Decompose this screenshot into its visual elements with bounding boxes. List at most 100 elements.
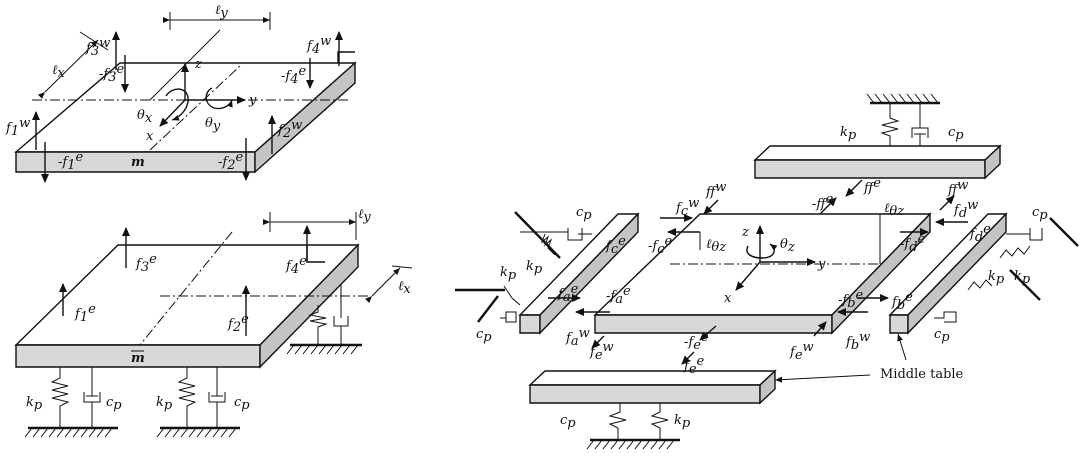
ground-hatch-line	[294, 344, 303, 355]
f2w-label: f2w	[277, 118, 302, 141]
l-theta-z-label: ℓθz	[884, 201, 904, 219]
ff-w-label: ffw	[705, 180, 726, 200]
x-label-top: x	[146, 129, 154, 144]
theta-x-arrow	[165, 88, 189, 121]
ground-hatch-line	[286, 344, 295, 355]
x-axis-right	[735, 261, 761, 291]
cp-label-left: cp	[106, 395, 122, 413]
ground-hatch-line	[302, 344, 311, 355]
main-table	[593, 212, 932, 335]
ground-hatch-line	[618, 439, 627, 450]
ground-hatch-line	[24, 427, 33, 438]
mass-bottom-label: m	[131, 351, 145, 366]
ground-hatch-line	[318, 344, 327, 355]
kp-spring-back	[308, 305, 328, 345]
fe-e-label: fee	[683, 354, 705, 377]
ff-e-label: ffe	[863, 176, 881, 196]
fc-e-label: fce	[605, 234, 626, 257]
cp-left-damper	[567, 228, 583, 241]
z-label-top: z	[194, 57, 202, 72]
ground-hatch-line	[326, 344, 335, 355]
y-label-right: y	[817, 257, 826, 272]
cp-left-label: cp	[576, 205, 592, 223]
ground-hatch-line	[180, 427, 189, 438]
fa-w-label: faw	[565, 326, 590, 349]
kp-spring-right	[177, 367, 197, 428]
f3e-bottom-label: f3e	[135, 252, 157, 275]
top-plate-right-face	[254, 61, 356, 174]
ground-hatch-line	[96, 427, 105, 438]
ground-hatch-line	[72, 427, 81, 438]
neg-fe-e-label: -fee	[684, 330, 709, 353]
ground-hatch-line	[88, 427, 97, 438]
kp-label-right: kp	[156, 395, 173, 413]
ground-hatch-line	[898, 93, 907, 104]
cp-right-lower-label: cp	[934, 327, 950, 345]
cp-right-label: cp	[1032, 205, 1048, 223]
ff-w-right-label: ffw	[947, 178, 968, 198]
cp-left-lower-label: cp	[476, 327, 492, 345]
top-plate-centerline-x	[149, 65, 241, 151]
fb-w-label: fbw	[845, 330, 870, 353]
theta-z-label: θz	[780, 237, 795, 255]
ground-hatch-line	[156, 427, 165, 438]
fe-w-label: few	[589, 340, 614, 363]
neg-fd-e-label: -fde	[900, 232, 926, 255]
neg-ff-e-label: -ffe	[812, 192, 834, 212]
z-label-right: z	[741, 225, 749, 240]
ground-hatch-line	[104, 427, 113, 438]
f4e-label: -f4e	[281, 64, 307, 87]
ground-hatch-line	[634, 439, 643, 450]
ground-hatch-line	[212, 427, 221, 438]
ground-hatch-line	[48, 427, 57, 438]
neg-fb-e-label: -fbe	[838, 288, 864, 311]
ground-hatch-line	[914, 93, 923, 104]
cp-top-label: cp	[948, 125, 964, 143]
ground-hatch-line	[586, 439, 595, 450]
kp-label-left: kp	[26, 395, 43, 413]
ground-hatch-line	[658, 439, 667, 450]
mass-top-label: m	[131, 155, 145, 170]
ground-hatch-line	[40, 427, 49, 438]
ground-hatch-line	[890, 93, 899, 104]
cp-bottom-label: cp	[560, 413, 576, 431]
ground-hatch-line	[204, 427, 213, 438]
ground-hatch-line	[350, 344, 359, 355]
lx-label: ℓx	[52, 63, 65, 81]
x-label-right: x	[724, 291, 732, 306]
ground-hatch-line	[866, 93, 875, 104]
lx-dimension	[37, 39, 99, 100]
cp-label-right: cp	[234, 395, 250, 413]
ground-hatch-line	[334, 344, 343, 355]
bottom-bar-middle-table	[528, 333, 907, 442]
ground-hatch-line	[882, 93, 891, 104]
kp-bottom-spring	[650, 403, 669, 440]
ground-hatch-line	[228, 427, 237, 438]
y-label-top: y	[248, 93, 257, 108]
ground-hatch-line	[220, 427, 229, 438]
fe-w-right-label: few	[789, 340, 814, 363]
theta-y-label: θy	[205, 116, 221, 134]
ground-hatch-line	[188, 427, 197, 438]
top-plate-notch	[337, 51, 355, 63]
middle-table-label: Middle table	[880, 367, 964, 382]
kp-right-upper2-label: kp	[1014, 269, 1031, 287]
right-assembly-forces	[548, 179, 968, 365]
right-side-bar	[888, 212, 1079, 335]
kp-top-label: kp	[840, 125, 857, 143]
f4w-label: f4w	[306, 34, 331, 57]
ground-hatch-line	[80, 427, 89, 438]
theta-y-arrow	[205, 87, 233, 110]
ground-hatch-line	[64, 427, 73, 438]
lbar-y-label: ℓy	[358, 207, 371, 225]
lbar-x-label: ℓx	[398, 279, 411, 297]
kp-left-lower-label: kp	[500, 265, 517, 283]
f2e-bottom-label: f2e	[227, 312, 249, 335]
kp-spring-left	[50, 367, 70, 428]
f1e-bottom-label: f1e	[74, 302, 96, 325]
cp-right-damper	[1029, 228, 1043, 241]
x-axis-top	[159, 99, 186, 127]
ground-hatch-line	[56, 427, 65, 438]
